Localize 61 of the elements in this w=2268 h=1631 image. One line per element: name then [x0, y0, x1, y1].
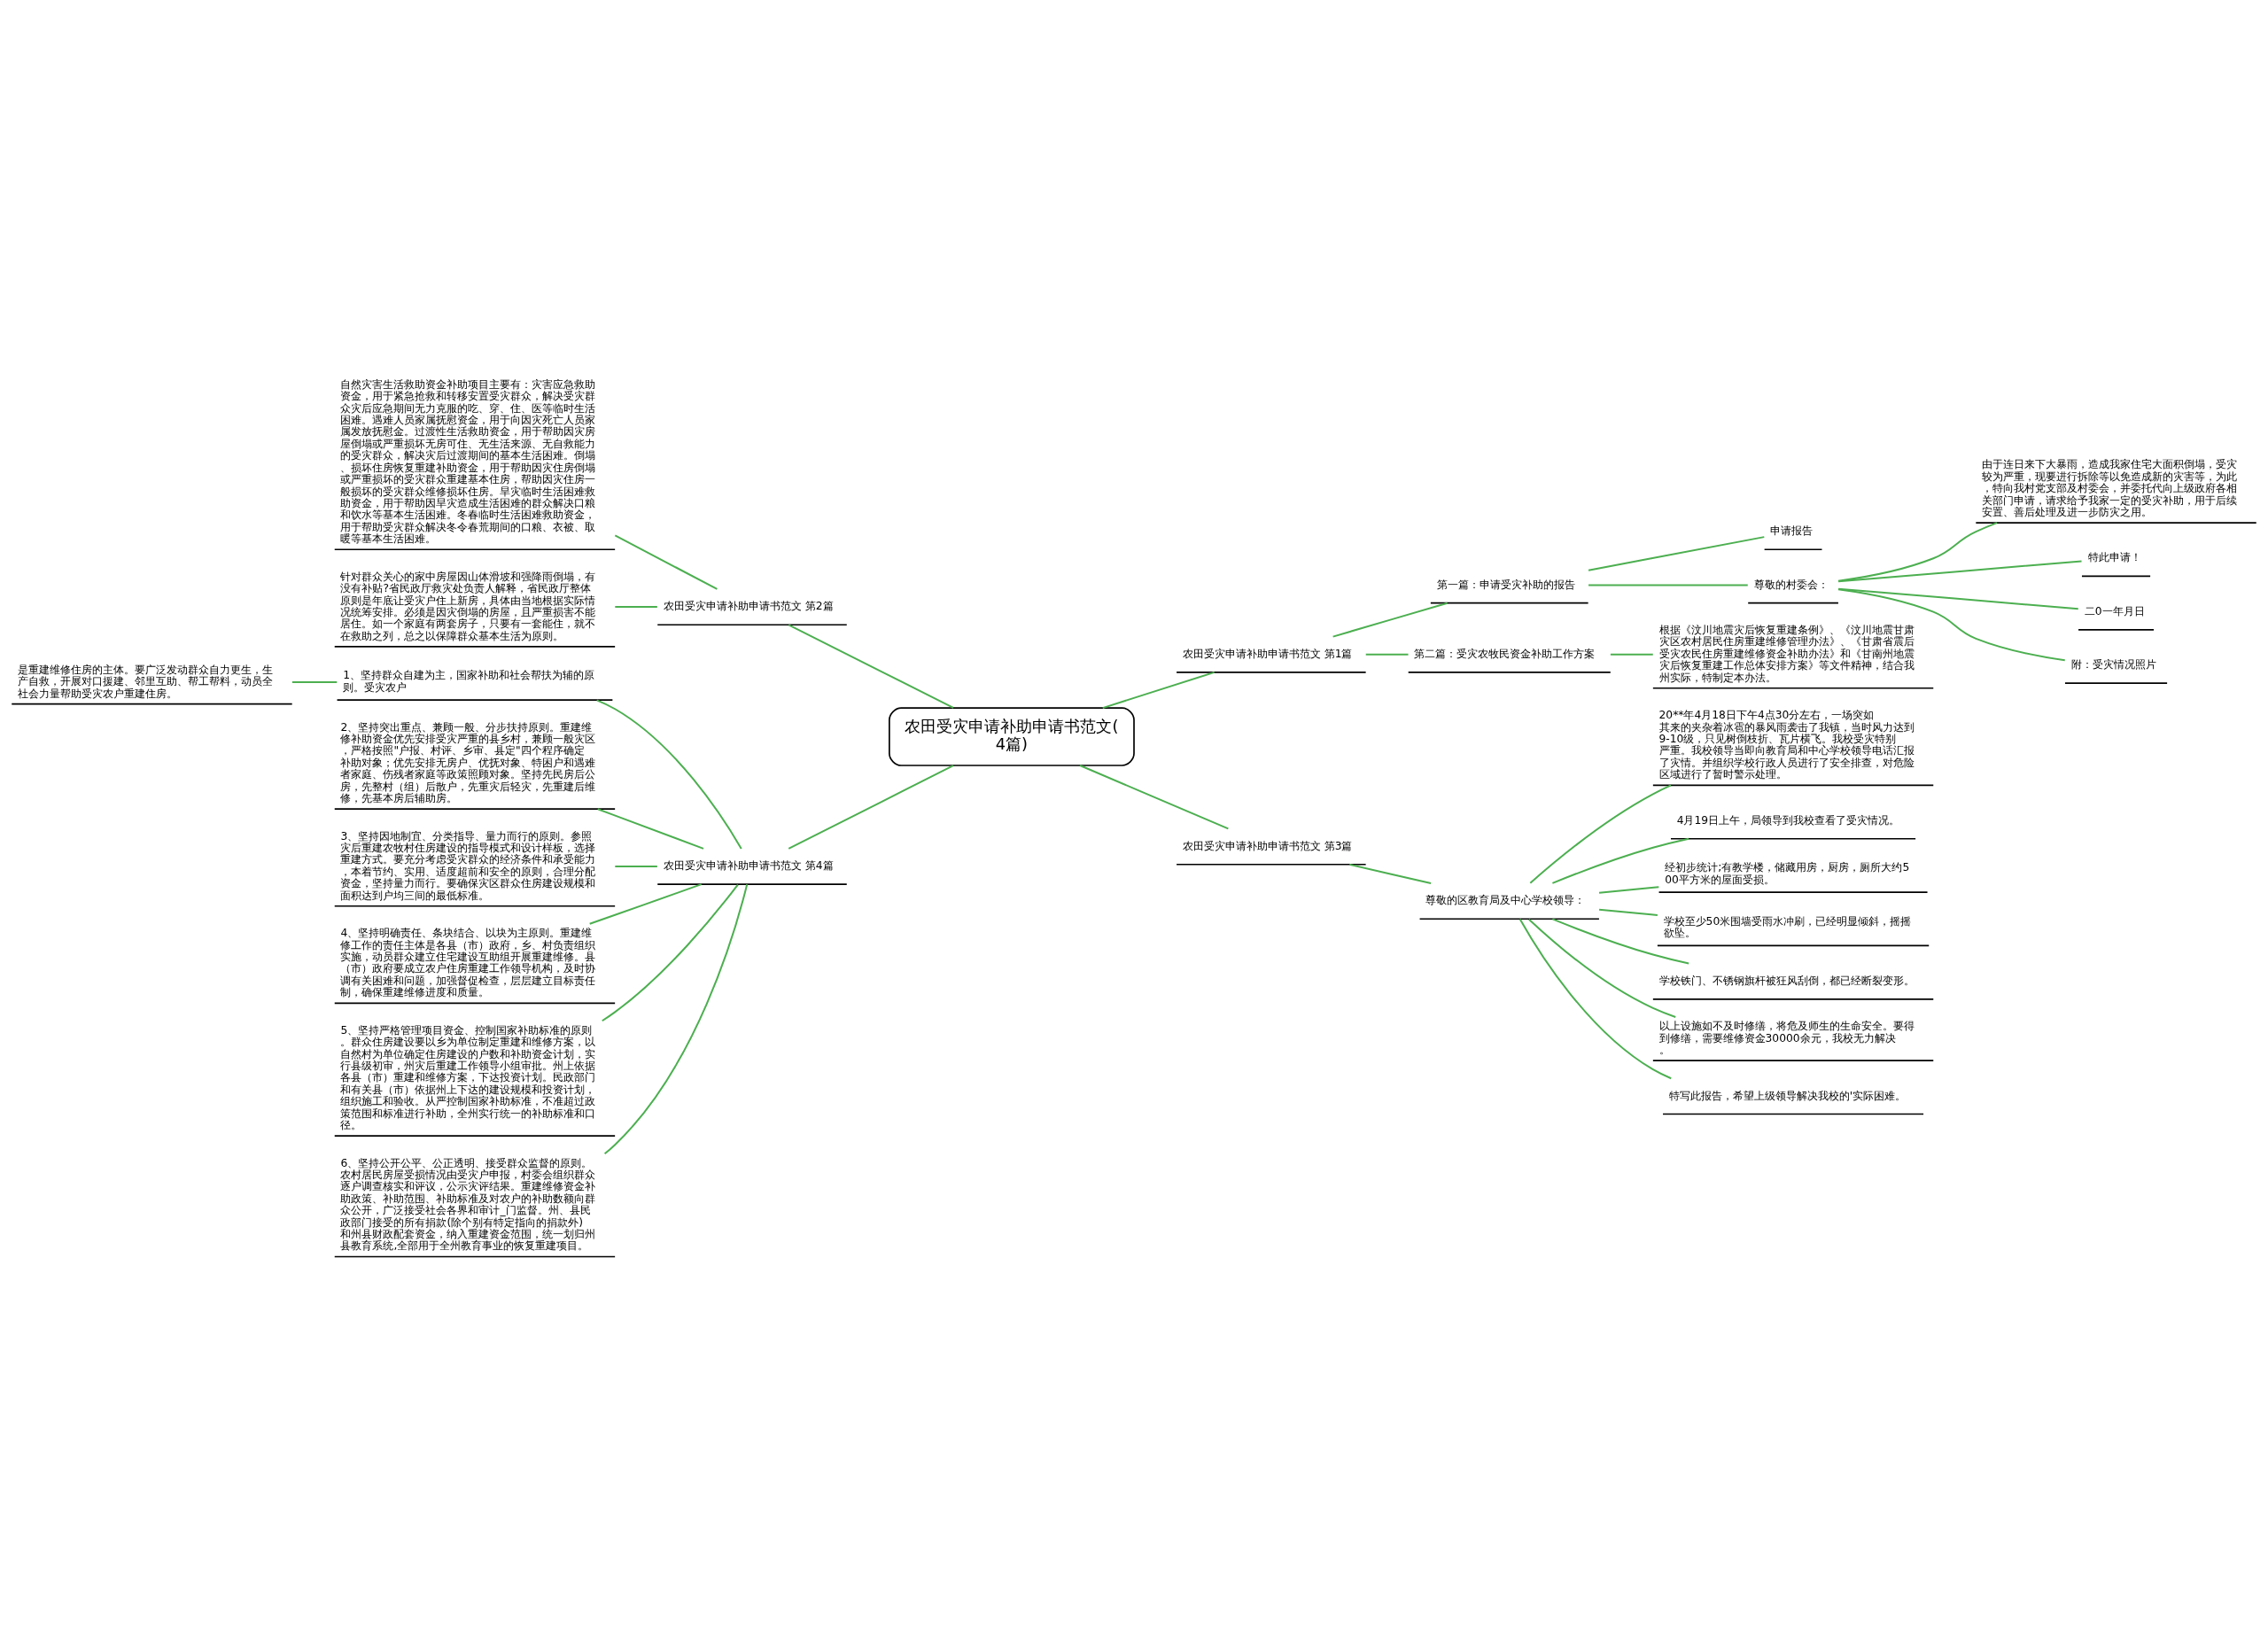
connector	[1588, 535, 1765, 571]
connector	[788, 764, 954, 850]
node-text: 特写此报告，希望上级领导解决我校的'实际困难。	[1668, 1089, 1907, 1102]
connector	[615, 605, 657, 608]
node-text: 5、坚持严格管理项目资金、控制国家补助标准的原则。群众住房建设要以乡为单位制定重建和维修方案，以自然村为单位确定住房建设的户数和补助资金计划，实行县级初审，州灾后重建工作领导小组审批。州上依据各县（市）重建和维修方案，下达投资计划。民政部门和有关县（市）依据州上下达的建设规模和投资计划，组织施工和验收。从严控制国家补助标准，不准超过政策范围和标准进行补助，全州实行统一的补助标准和口径。	[340, 1023, 596, 1131]
connector	[1365, 653, 1409, 656]
node-text: 学校铁门、不锈钢旗杆被狂风刮倒，都已经断裂变形。	[1658, 974, 1915, 987]
node-text: 4月19日上午，局领导到我校查看了受灾情况。	[1676, 813, 1900, 827]
node-text: 第一篇：申请受灾补助的报告	[1436, 578, 1575, 591]
node-box: 农田受灾申请补助申请书范文(4篇)	[889, 706, 1135, 766]
connector	[1529, 784, 1672, 883]
connector	[1598, 908, 1658, 916]
connector	[1552, 837, 1689, 884]
connector	[602, 883, 739, 1021]
connector	[1518, 918, 1672, 1079]
connector	[589, 882, 702, 925]
connector	[604, 883, 749, 1154]
connector	[596, 698, 742, 849]
connector	[291, 680, 338, 683]
connector	[1349, 863, 1432, 884]
connector	[1837, 587, 2065, 661]
connector	[1588, 584, 1748, 586]
connector	[1079, 764, 1229, 829]
connector	[1332, 602, 1448, 638]
node-text: 针对群众关心的家中房屋因山体滑坡和强降雨倒塌，有没有补贴?省民政厅救灾处负责人解释，省民政厅整体原则是年底让受灾户住上新房，具体由当地根据实际情况统筹安排。必须是因灾倒塌的房屋，且严重损害不能居住。如一个家庭有两套房子，只要有一套能住，就不在救助之列，总之以保障群众基本生活为原则。	[340, 570, 596, 642]
connector	[614, 534, 718, 590]
node-text: 根据《汶川地震灾后恢复重建条例》、《汶川地震甘肃灾区农村居民住房重建维修管理办法》、《甘肃省震后受灾农民住房重建维修资金补助办法》和《甘南州地震灾后恢复重建工作总体安排方案》等文件精神，结合我州实际，特制定本办法。	[1658, 623, 1915, 684]
connector	[615, 865, 657, 867]
node-text: 2、坚持突出重点、兼顾一般、分步扶持原则。重建维修补助资金优先安排受灾严重的县乡村，兼顾一般灾区，严格按照"户报、村评、乡审、县定"四个程序确定补助对象；优先安排无房户、优抚对象、特困户和遇难者家庭、伤残者家庭等政策照顾对象。坚持先民房后公房，先整村（组）后散户，先重灾后轻灾，先重建后维修，先基本房后辅助房。	[340, 720, 596, 804]
connector	[1838, 559, 2082, 582]
node-text: 自然灾害生活救助资金补助项目主要有：灾害应急救助资金，用于紧急抢救和转移安置受灾群众，解决受灾群众灾后应急期间无力克服的吃、穿、住、医等临时生活困难。遇难人员家属抚慰资金，用于向因灾死亡人员家属发放抚慰金。过渡性生活救助资金，用于帮助因灾房屋倒塌或严重损坏无房可住、无生活来源、无自救能力的受灾群众，解决灾后过渡期间的基本生活困难。倒塌、损坏住房恢复重建补助资金，用于帮助因灾住房倒塌或严重损坏的受灾群众重建基本住房，帮助因灾住房一般损坏的受灾群众维修损坏住房。旱灾临时生活困难救助资金，用于帮助因旱灾造成生活困难的群众解决口粮和饮水等基本生活困难。冬春临时生活困难救助资金，用于帮助受灾群众解决冬令春荒期间的口粮、衣被、取暖等基本生活困难。	[340, 377, 596, 545]
node-text: 特此申请！	[2087, 550, 2141, 563]
node-text: 学校至少50米围墙受雨水冲刷，已经明显倾斜，摇摇欲坠。	[1663, 914, 1912, 939]
node-text: 农田受灾申请补助申请书范文 第1篇	[1182, 647, 1353, 660]
node-text: 农田受灾申请补助申请书范文 第3篇	[1182, 839, 1353, 852]
node-text: 尊敬的村委会：	[1753, 578, 1829, 591]
node-text: 4、坚持明确责任、条块结合、以块为主原则。重建维修工作的责任主体是各县（市）政府，乡、村负责组织实施，动员群众建立住宅建设互助组开展重建维修。县（市）政府要成立农户住房重建工作领导机构，及时协调有关困难和问题，加强督促检查，层层建立目标责任制，确保重建维修进度和质量。	[340, 926, 596, 998]
connector	[788, 623, 954, 709]
connector	[1552, 917, 1689, 965]
node-text: 由于连日来下大暴雨，造成我家住宅大面积倒塌，受灾较为严重，现要进行拆除等以免造成新的灾害等，为此，特向我村党支部及村委会，并委托代向上级政府各相关部门申请，请求给予我家一定的受灾补助，用于后续安置、善后处理及进一步防灾之用。	[1982, 457, 2238, 518]
node-text: 以上设施如不及时修缮，将危及师生的生命安全。要得到修缮，需要维修资金30000余元，我校无力解决。	[1658, 1019, 1915, 1056]
node-text: 第二篇：受灾农牧民资金补助工作方案	[1414, 647, 1596, 660]
connector	[1598, 885, 1659, 894]
node-text: 是重建维修住房的主体。要广泛发动群众自力更生，生产自救，开展对口援建、邻里互助、帮工帮料，动员全社会力量帮助受灾农户重建住房。	[17, 663, 273, 700]
node-text: 申请报告	[1770, 524, 1814, 537]
connector	[597, 807, 704, 850]
node-text: 二0一年月日	[2084, 604, 2145, 617]
connector	[1102, 671, 1215, 709]
node-text: 农田受灾申请补助申请书范文 第4篇	[663, 858, 834, 872]
connector	[1838, 587, 2078, 610]
node-text: 20**年4月18日下午4点30分左右，一场突如其来的夹杂着冰雹的暴风雨袭击了我镇，当时风力达到9-10级，只见树倒枝折、瓦片横飞。我校受灾特别严重。我校领导当即向教育局和中心学校领导电话汇报了灾情。并组织学校行政人员进行了安全排查，对危险区域进行了暂时警示处理。	[1658, 708, 1915, 781]
node-text: 经初步统计;有教学楼，储藏用房，厨房，厕所大约500平方米的屋面受损。	[1665, 860, 1910, 886]
node-text: 尊敬的区教育局及中心学校领导：	[1425, 893, 1586, 906]
connector	[1837, 521, 1998, 582]
connector	[1610, 653, 1653, 656]
node-text: 农田受灾申请补助申请书范文 第2篇	[663, 599, 834, 612]
node-text: 6、坚持公开公平、公正透明、接受群众监督的原则。农村居民房屋受损情况由受灾户申报，村委会组织群众逐户调查核实和评议，公示灾评结果。重建维修资金补助政策、补助范围、补助标准及对农户的补助数额向群众公开，广泛接受社会各界和审计_门监督。州、县民政部门接受的所有捐款(除个别有特定指向的捐款外)和州县财政配套资金，纳入重建资金范围，统一划归州县教育系统,全部用于全州教育事业的恢复重建项目。	[340, 1156, 596, 1252]
node-text: 附：受灾情况照片	[2070, 657, 2156, 671]
node-text: 1、坚持群众自建为主，国家补助和社会帮扶为辅的原则。受灾农户	[343, 668, 595, 694]
node-text: 3、坚持因地制宜、分类指导、量力而行的原则。参照灾后重建农牧村住房建设的指导模式和设计样板，选择重建方式。要充分考虑受灾群众的经济条件和承受能力，本着节约、实用、适度超前和安全的原则，合理分配资金，坚持量力而行。要确保灾区群众住房建设规模和面积达到户均三间的最低标准。	[340, 829, 596, 902]
connector	[1528, 918, 1676, 1018]
